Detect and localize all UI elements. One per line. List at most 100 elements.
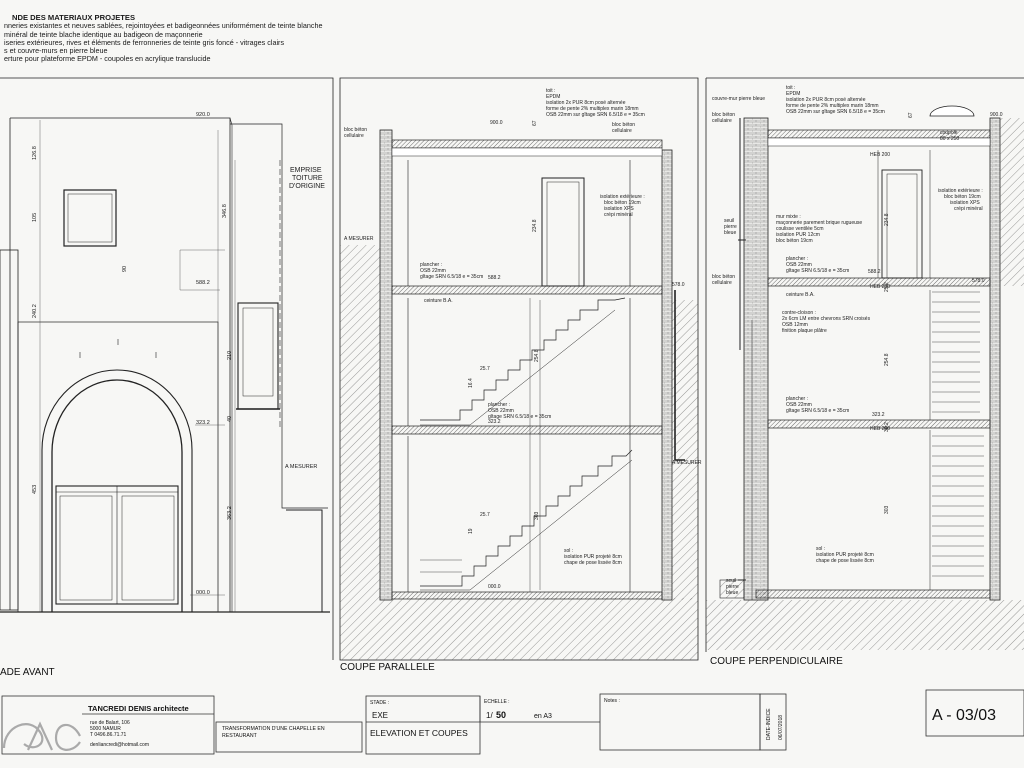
date-label: DATE-INDICE [766, 708, 772, 740]
sheet-title: ELEVATION ET COUPES [370, 728, 468, 738]
note-line: isolation 2x PUR 8cm posé alternée [546, 100, 626, 106]
dim-label: 105 [32, 213, 38, 222]
legend-line: minéral de teinte blache identique au ba… [4, 29, 203, 39]
note-line: couvre-mur pierre bleue [712, 96, 765, 102]
mesurer-label: A MESURER [285, 464, 317, 470]
note-line: 80 x 250 [940, 136, 959, 142]
note-line: bloc béton [712, 112, 735, 118]
dim-label: 30.2 [884, 422, 890, 432]
mesurer-label: A MESURER [672, 460, 702, 466]
stade-value: EXE [372, 711, 388, 720]
dim-label: 900.0 [990, 112, 1003, 118]
level-label: 323.2 [872, 412, 885, 418]
coupe-perpendiculaire-labels: 900.0 67 234.8 254.8 303 30.2 25.2 588.2… [712, 85, 1003, 596]
note-line: bloc béton [712, 274, 735, 280]
level-label: 323.2 [196, 420, 210, 426]
note-line: isolation XPS [604, 206, 634, 212]
note-line: finition plaque plâtre [782, 328, 827, 334]
note-line: contre-cloison : [782, 310, 816, 316]
note-line: OSB 22mm [420, 268, 446, 274]
note-line: OSB 22mm [786, 402, 812, 408]
dim-label: 234.8 [884, 213, 890, 226]
note-line: gîtage SRN 6.5/18 e = 35cm [786, 268, 849, 274]
scale-prefix: 1/ [486, 711, 493, 720]
note-line: OSB 22mm [488, 408, 514, 414]
sheet-frames [0, 77, 1024, 661]
dim-label: 240.2 [32, 304, 38, 318]
dim-label: 25.2 [884, 282, 890, 292]
title-block [1, 689, 1024, 755]
note-line: cellulaire [712, 280, 732, 286]
note-line: seuil [724, 218, 734, 224]
dim-label: 920.0 [196, 112, 210, 118]
view-title-facade: ADE AVANT [0, 667, 55, 678]
note-line: gîtage SRN 6.5/18 e = 35cm [488, 414, 551, 420]
note-line: chape de pose lissée 8cm [564, 560, 622, 566]
address-line: denliancredi@hotmail.com [90, 742, 149, 748]
scale-format: en A3 [534, 713, 552, 720]
dim-label: 346.8 [222, 204, 228, 218]
project-line: TRANSFORMATION D'UNE CHAPELLE EN [222, 726, 325, 732]
emprise-label: TOITURE [292, 175, 323, 182]
stade-label: STADE : [370, 700, 389, 706]
note-line: isolation extérieure : [600, 194, 645, 200]
coupe-parallele-section [340, 129, 698, 660]
note-line: bloc béton 19cm [944, 194, 981, 200]
note-line: chape de pose lissée 8cm [816, 558, 874, 564]
legend-line: nneries existantes et neuves sablées, re… [4, 21, 323, 31]
note-line: coupole [940, 130, 958, 136]
project-line: RESTAURANT [222, 733, 258, 739]
note-line: gîtage SRN 6.5/18 e = 35cm [786, 408, 849, 414]
note-line: mur mixte : [776, 214, 801, 220]
level-label: 578.0 [672, 282, 685, 288]
address-line: rue de Balart, 106 [90, 720, 130, 726]
level-label: 588.2 [196, 280, 210, 286]
date-value: 06/07/2018 [778, 715, 784, 740]
note-line: OSB 22mm sur gîtage SRN 6.5/18 e = 35cm [546, 112, 645, 118]
note-line: HEB 200 [870, 284, 890, 290]
dim-label: 303 [534, 511, 540, 520]
note-line: pierre [726, 584, 739, 590]
sheet-number: A - 03/03 [932, 707, 996, 724]
note-line: bloc béton [344, 127, 367, 133]
dim-label: 210 [227, 351, 233, 360]
note-line: crépi minéral [604, 212, 633, 218]
note-line: pierre [724, 224, 737, 230]
note-line: OSB 22mm [786, 262, 812, 268]
note-line: maçonnerie parement brique rugueuse [776, 220, 862, 226]
address-line: T 0496.86.71.71 [90, 732, 127, 738]
dim-label: 126.8 [32, 146, 38, 160]
level-label: 000.0 [488, 584, 501, 590]
dim-label: 40 [227, 416, 233, 422]
level-label: 578.0 [972, 278, 985, 284]
note-line: forme de pente 2% multiplex marin 18mm [786, 103, 879, 109]
note-line: HEB 200 [870, 426, 890, 432]
note-line: isolation PUR 12cm [776, 232, 820, 238]
note-line: ceinture B.A. [424, 298, 453, 304]
dim-label: 25.7 [480, 366, 490, 372]
coupe-perpendiculaire-section [706, 105, 1024, 650]
facade-avant-elevation [0, 117, 330, 613]
emprise-label: D'ORIGINE [289, 183, 325, 190]
coupe-parallele-labels: 900.0 67 234.8 588.2 578.0 323.2 000.0 2… [344, 88, 702, 590]
level-label: 323.2 [488, 419, 501, 425]
note-line: sol : [816, 546, 825, 552]
note-line: coulisse ventilée 5cm [776, 226, 824, 232]
dim-label: 363.2 [227, 506, 233, 520]
dim-label: 234.8 [532, 219, 538, 232]
dim-label: 25.7 [480, 512, 490, 518]
legend-line: erture pour plateforme EPDM - coupoles e… [4, 54, 211, 64]
dim-label: 254.8 [534, 349, 540, 362]
legend-title: NDE DES MATERIAUX PROJETES [12, 13, 136, 22]
note-line: EPDM [786, 91, 800, 97]
firm-name: TANCREDI DENIS architecte [88, 704, 189, 713]
note-line: isolation extérieure : [938, 188, 983, 194]
dim-label: 19 [468, 528, 474, 534]
note-line: cellulaire [344, 133, 364, 139]
note-line: seuil [726, 578, 736, 584]
note-line: cellulaire [612, 128, 632, 134]
materials-legend: NDE DES MATERIAUX PROJETES nneries exist… [0, 13, 360, 64]
note-line: cellulaire [712, 118, 732, 124]
note-line: 2x 6cm LM entre chevrons SRN croisés [782, 316, 871, 322]
note-line: isolation PUR projeté 8cm [816, 552, 874, 558]
